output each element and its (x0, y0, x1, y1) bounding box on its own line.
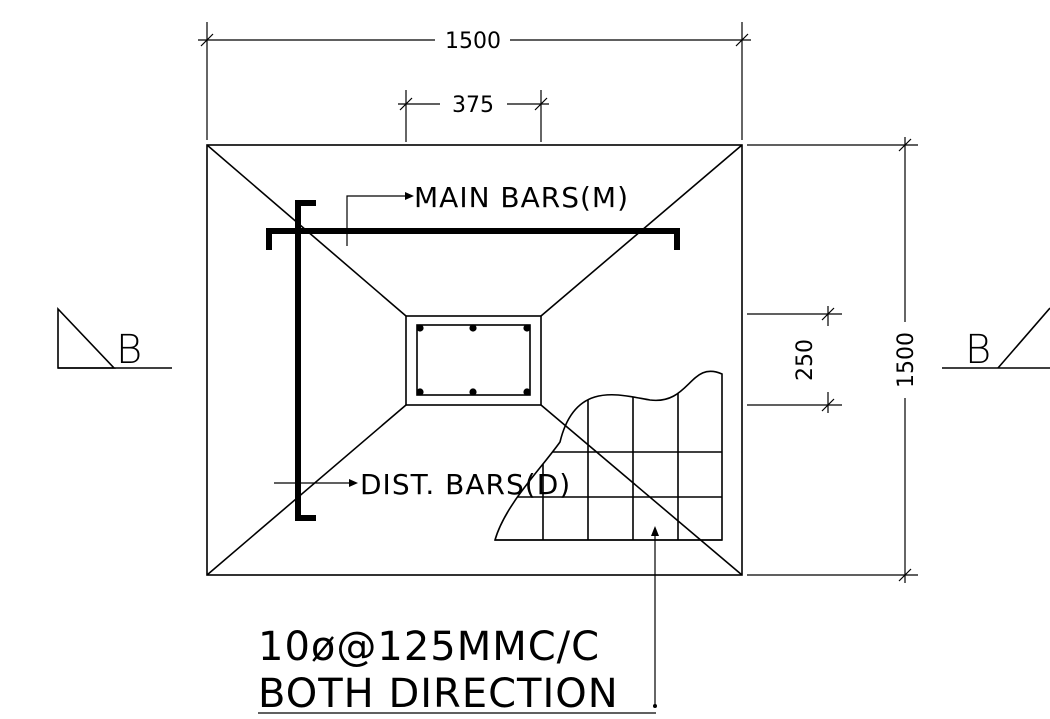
rebar-dot (416, 388, 424, 396)
note-line-2: BOTH DIRECTION (258, 671, 619, 717)
top-dimension-text: 1500 (445, 29, 501, 54)
rebar-dot (523, 388, 531, 396)
side-dimension-1500: 1500 (747, 137, 919, 583)
main-bar (266, 228, 680, 250)
note-leader (651, 526, 659, 708)
dist-bars-label: DIST. BARS(D) (360, 468, 571, 501)
note-line-1: 10ø@125MMC/C (258, 624, 600, 670)
column (405, 315, 542, 406)
column-dimension-375: 375 (398, 90, 549, 142)
dist-bar (295, 200, 316, 521)
main-bars-label-group: MAIN BARS(M) (346, 181, 629, 246)
rebar-note: 10ø@125MMC/C BOTH DIRECTION (258, 624, 656, 717)
column-depth-text: 250 (793, 339, 818, 381)
rebar-dot (523, 324, 531, 332)
rebar-dot (416, 324, 424, 332)
section-label-right: B (965, 327, 991, 373)
rebar-dot (469, 388, 477, 396)
column-width-text: 375 (452, 93, 494, 118)
side-dimension-text: 1500 (894, 332, 919, 388)
column-depth-dimension-250: 250 (747, 306, 842, 413)
section-mark-left: B (57, 306, 172, 373)
top-dimension-1500: 1500 (198, 22, 751, 140)
footing-outline (206, 144, 743, 576)
section-label-left: B (116, 327, 142, 373)
main-bars-label: MAIN BARS(M) (414, 181, 629, 214)
section-mark-right: B (942, 307, 1050, 373)
rebar-mesh-detail (493, 370, 723, 541)
rebar-dot (469, 324, 477, 332)
